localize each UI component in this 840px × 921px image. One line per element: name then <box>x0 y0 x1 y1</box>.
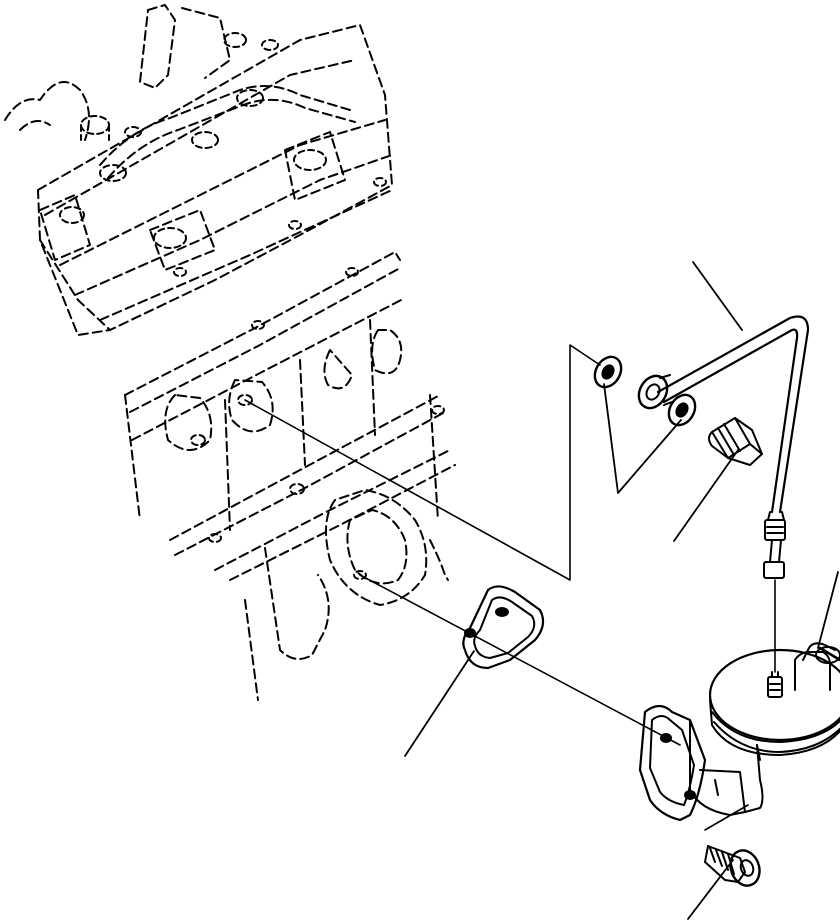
leader-pump-outlet <box>817 571 839 649</box>
fuel-tube <box>656 315 810 579</box>
washer-lower <box>667 393 697 427</box>
gasket <box>462 585 545 670</box>
leader-fuel-tube <box>692 261 743 331</box>
washer-upper <box>593 355 623 389</box>
leader-lines <box>404 261 839 920</box>
fuel-feed-pump <box>638 642 840 822</box>
leader-mounting-bolt <box>687 859 734 920</box>
banjo-bolt <box>708 417 763 466</box>
mounting-bolt <box>704 845 761 887</box>
leader-gasket <box>404 650 475 757</box>
cylinder-head <box>4 4 393 336</box>
engine-block <box>124 251 456 701</box>
assembly-lines <box>244 344 776 831</box>
banjo-fitting <box>637 374 673 410</box>
leader-banjo-bolt <box>673 449 739 542</box>
leader-washers <box>603 383 682 494</box>
